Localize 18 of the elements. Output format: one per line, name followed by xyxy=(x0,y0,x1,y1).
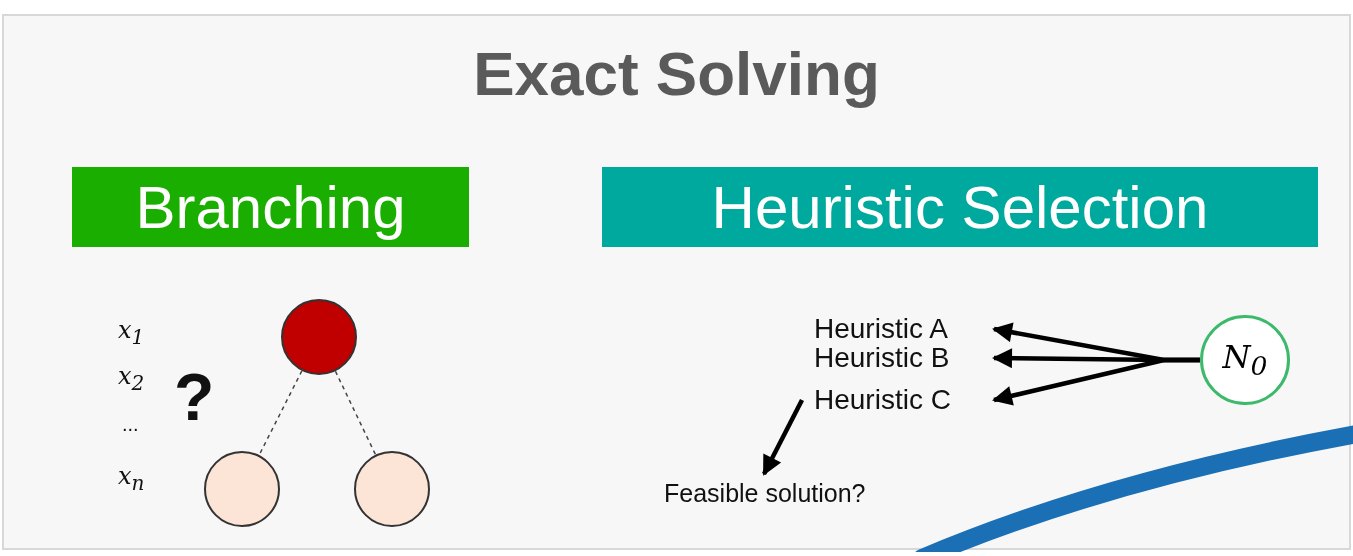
panel-background xyxy=(2,14,1351,550)
variable-label: x$_{2}$ xyxy=(118,364,145,393)
node-symbol: N$_{0}$ xyxy=(1222,338,1268,382)
panel-heading: Exact Solving xyxy=(472,38,881,109)
variable-label: x$_{n}$ xyxy=(118,464,145,493)
ellipsis: ... xyxy=(122,414,139,434)
dashed-tree-edge xyxy=(334,370,377,456)
dashed-tree-edge xyxy=(258,370,303,456)
arrow xyxy=(992,357,1200,406)
variable-label: x$_{1}$ xyxy=(118,318,145,347)
section-header: Heuristic Selection xyxy=(602,167,1318,247)
arrow xyxy=(762,398,804,476)
question-mark: ? xyxy=(174,364,215,430)
heuristic-label: Heuristic C xyxy=(814,386,990,414)
result-text: Feasible solution? xyxy=(664,478,924,508)
heuristic-label: Heuristic B xyxy=(814,344,990,372)
section-header: Branching xyxy=(72,167,469,247)
heuristic-label: Heuristic A xyxy=(814,315,990,343)
